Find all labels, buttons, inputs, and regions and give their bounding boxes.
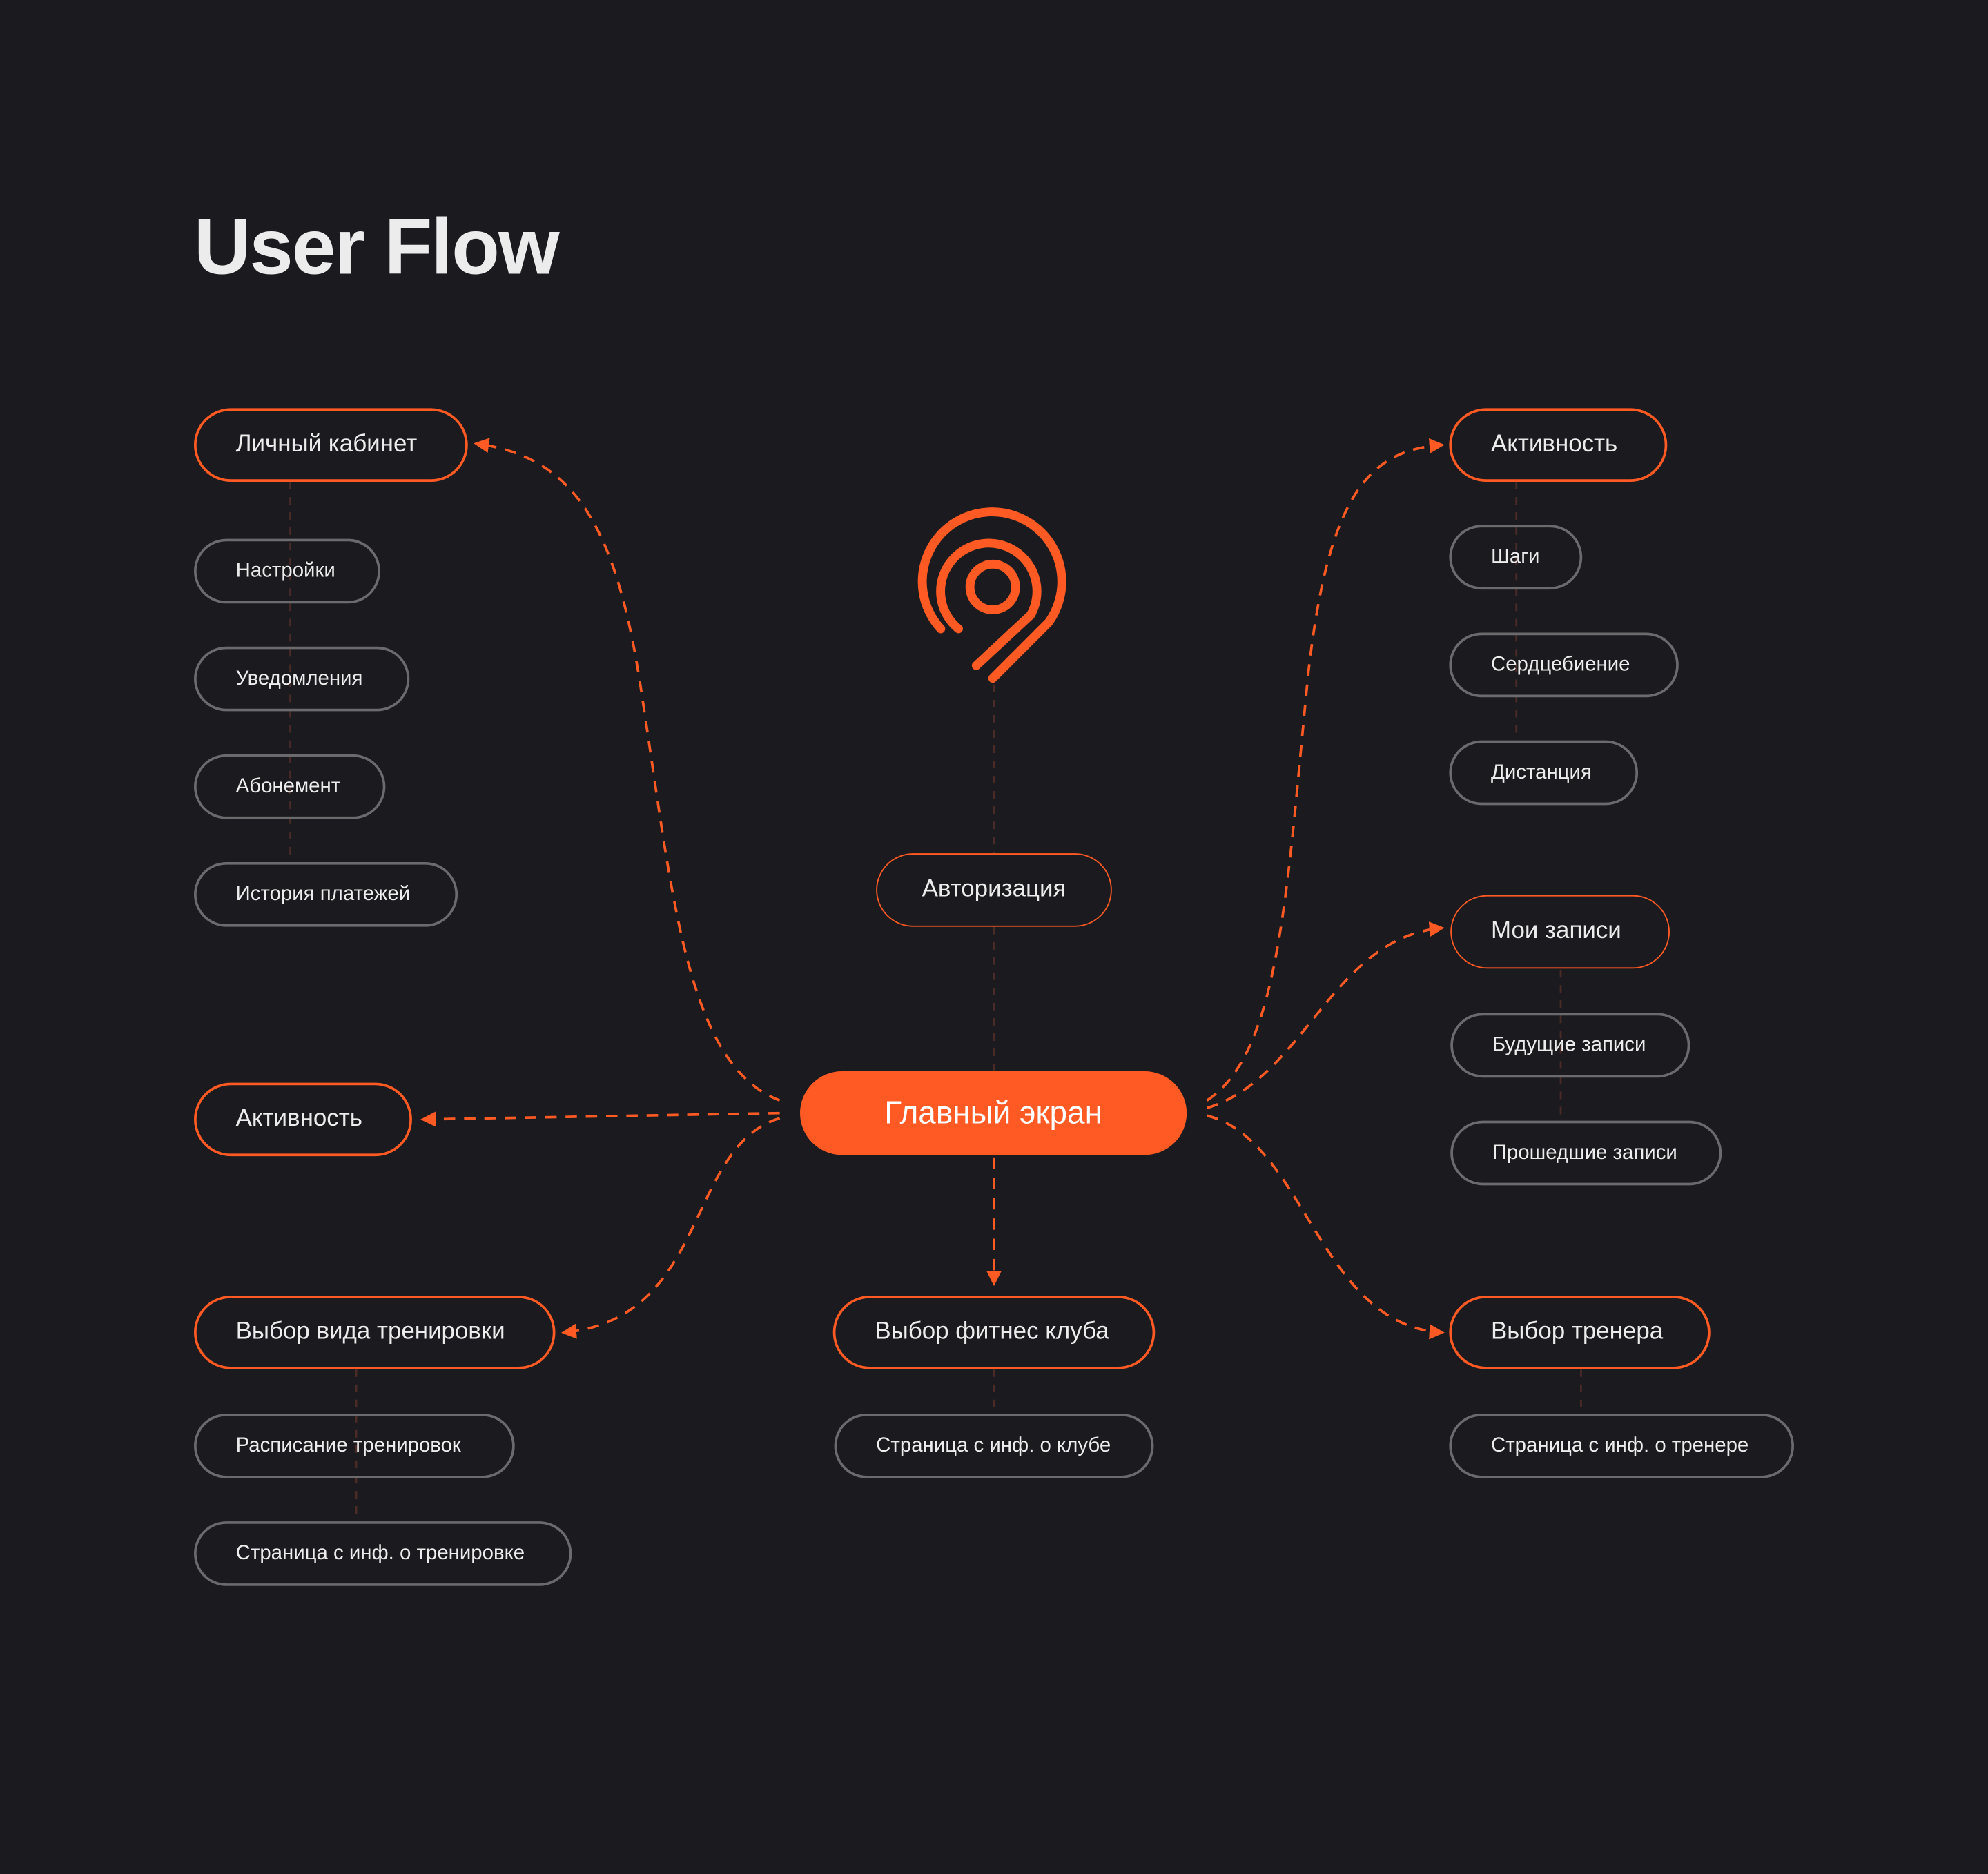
- node-subscription[interactable]: Абонемент: [194, 754, 386, 819]
- node-notifications[interactable]: Уведомления: [194, 646, 410, 712]
- arrow-to-activity-left: [420, 1111, 780, 1127]
- hierarchy-lines: [289, 481, 1582, 1522]
- arrow-to-activity-right: [1206, 438, 1445, 1102]
- arrow-to-bookings: [1207, 921, 1445, 1110]
- node-activity-right[interactable]: Активность: [1449, 408, 1668, 482]
- arrow-to-trainer: [1207, 1114, 1445, 1340]
- node-payment-history[interactable]: История платежей: [194, 861, 458, 927]
- node-club-info[interactable]: Страница с инф. о клубе: [834, 1413, 1154, 1478]
- node-club[interactable]: Выбор фитнес клуба: [832, 1296, 1156, 1369]
- arrow-to-account: [474, 438, 781, 1102]
- node-heartbeat[interactable]: Сердцебиение: [1449, 632, 1679, 698]
- node-main-screen[interactable]: Главный экран: [799, 1071, 1187, 1155]
- node-activity-left[interactable]: Активность: [194, 1082, 412, 1157]
- node-settings[interactable]: Настройки: [194, 538, 381, 604]
- page-title: User Flow: [194, 204, 560, 292]
- node-future-bookings[interactable]: Будущие записи: [1450, 1013, 1690, 1078]
- node-auth[interactable]: Авторизация: [876, 853, 1112, 927]
- node-past-bookings[interactable]: Прошедшие записи: [1450, 1120, 1722, 1186]
- node-distance[interactable]: Дистанция: [1449, 740, 1639, 806]
- node-workout-info[interactable]: Страница с инф. о тренировке: [194, 1521, 572, 1586]
- node-trainer[interactable]: Выбор тренера: [1449, 1296, 1711, 1369]
- node-bookings[interactable]: Мои записи: [1450, 895, 1670, 969]
- node-workout-schedule[interactable]: Расписание тренировок: [194, 1413, 515, 1478]
- location-pin-logo-icon: [917, 507, 1066, 683]
- node-account[interactable]: Личный кабинет: [194, 408, 468, 482]
- node-workout-type[interactable]: Выбор вида тренировки: [194, 1296, 556, 1369]
- arrow-to-workout: [561, 1117, 781, 1339]
- node-steps[interactable]: Шаги: [1449, 525, 1583, 590]
- node-trainer-info[interactable]: Страница с инф. о тренере: [1449, 1413, 1794, 1478]
